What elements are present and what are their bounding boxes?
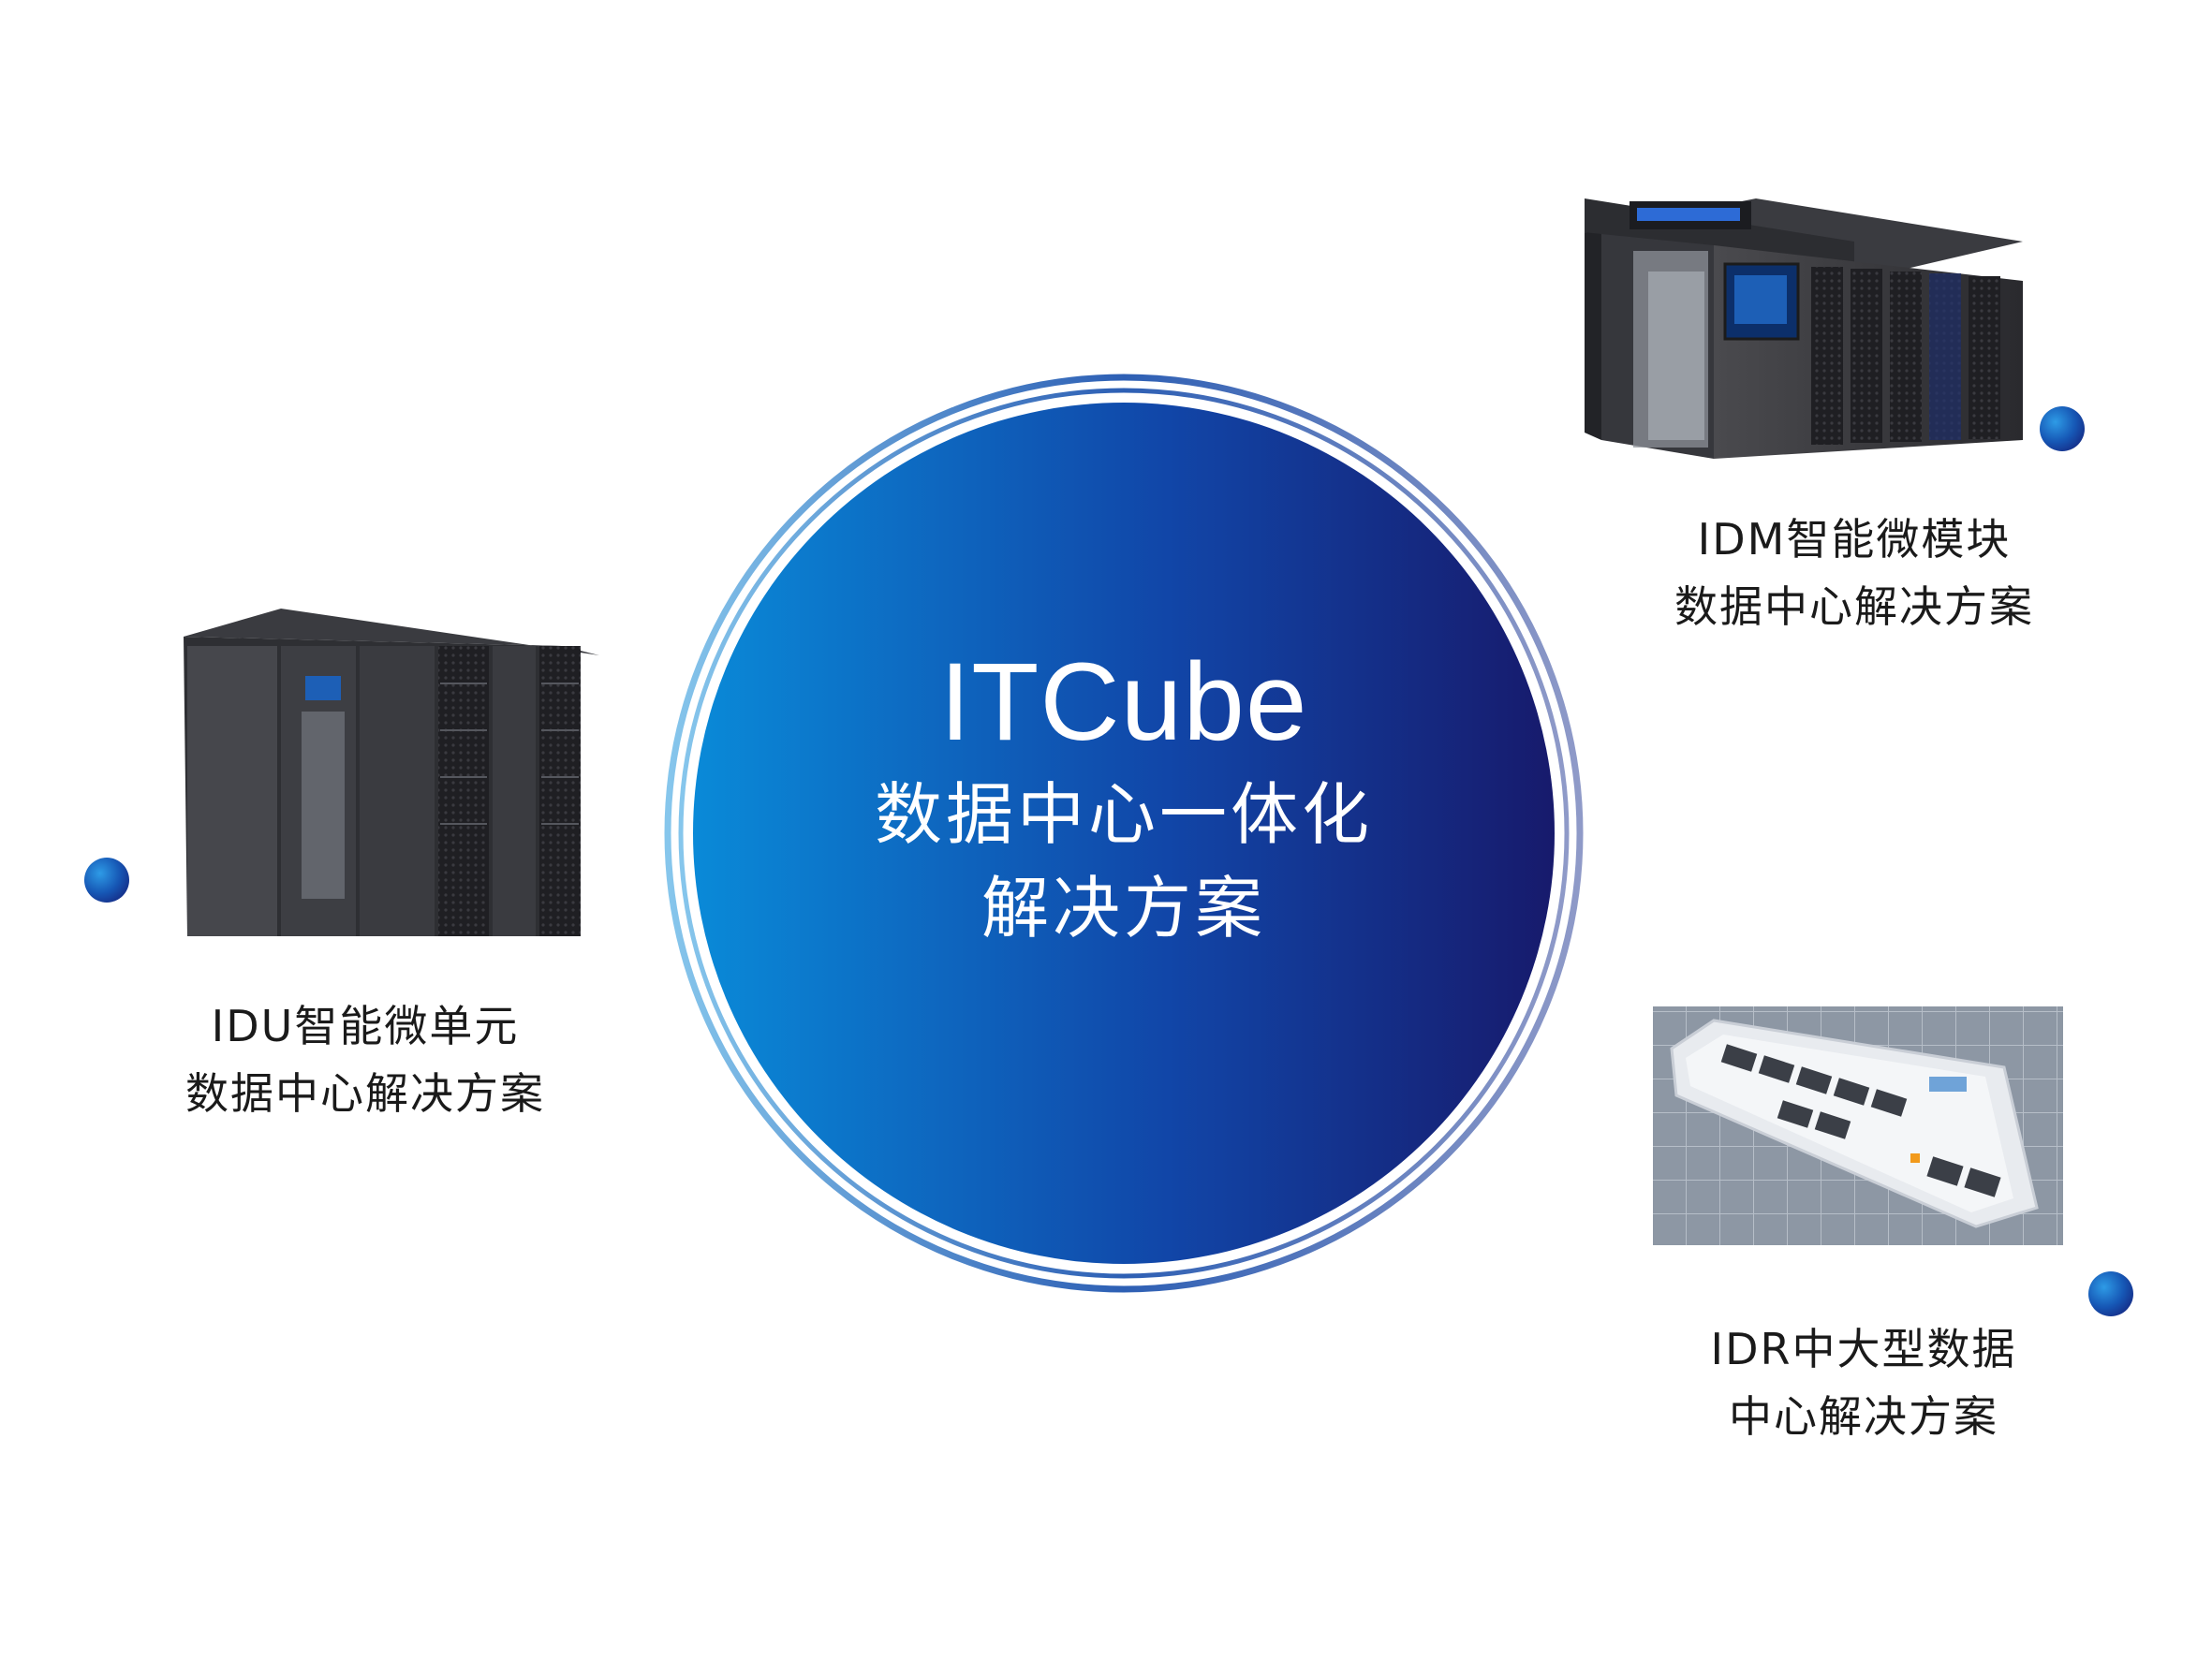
idu-label-line1: IDU智能微单元 [211, 1001, 520, 1051]
idm-label: IDM智能微模块 数据中心解决方案 [1648, 506, 2060, 640]
idm-micro-module-image [1585, 198, 2023, 459]
center-hub [664, 374, 1584, 1293]
center-text: ITCube 数据中心一体化 解决方案 [824, 637, 1423, 955]
idr-label-line2: 中心解决方案 [1729, 1391, 1998, 1442]
center-title: ITCube [939, 640, 1308, 764]
idm-label-line2: 数据中心解决方案 [1674, 581, 2034, 632]
idr-data-center-render [1653, 1006, 2063, 1245]
idr-label-line1: IDR中大型数据 [1710, 1324, 2017, 1374]
idm-label-line1: IDM智能微模块 [1697, 514, 2012, 565]
node-dot-idr [2088, 1271, 2133, 1316]
idr-label: IDR中大型数据 中心解决方案 [1667, 1315, 2060, 1450]
node-dot-idm [2040, 406, 2085, 451]
center-subtitle-line1: 数据中心一体化 [874, 775, 1373, 854]
idu-label-line2: 数据中心解决方案 [185, 1068, 545, 1119]
idu-label: IDU智能微单元 数据中心解决方案 [159, 992, 571, 1127]
idu-micro-unit-image [184, 609, 599, 936]
connector-idr [1114, 1271, 2133, 1316]
node-dot-idu [84, 858, 129, 903]
center-subtitle-line2: 解决方案 [981, 869, 1266, 947]
